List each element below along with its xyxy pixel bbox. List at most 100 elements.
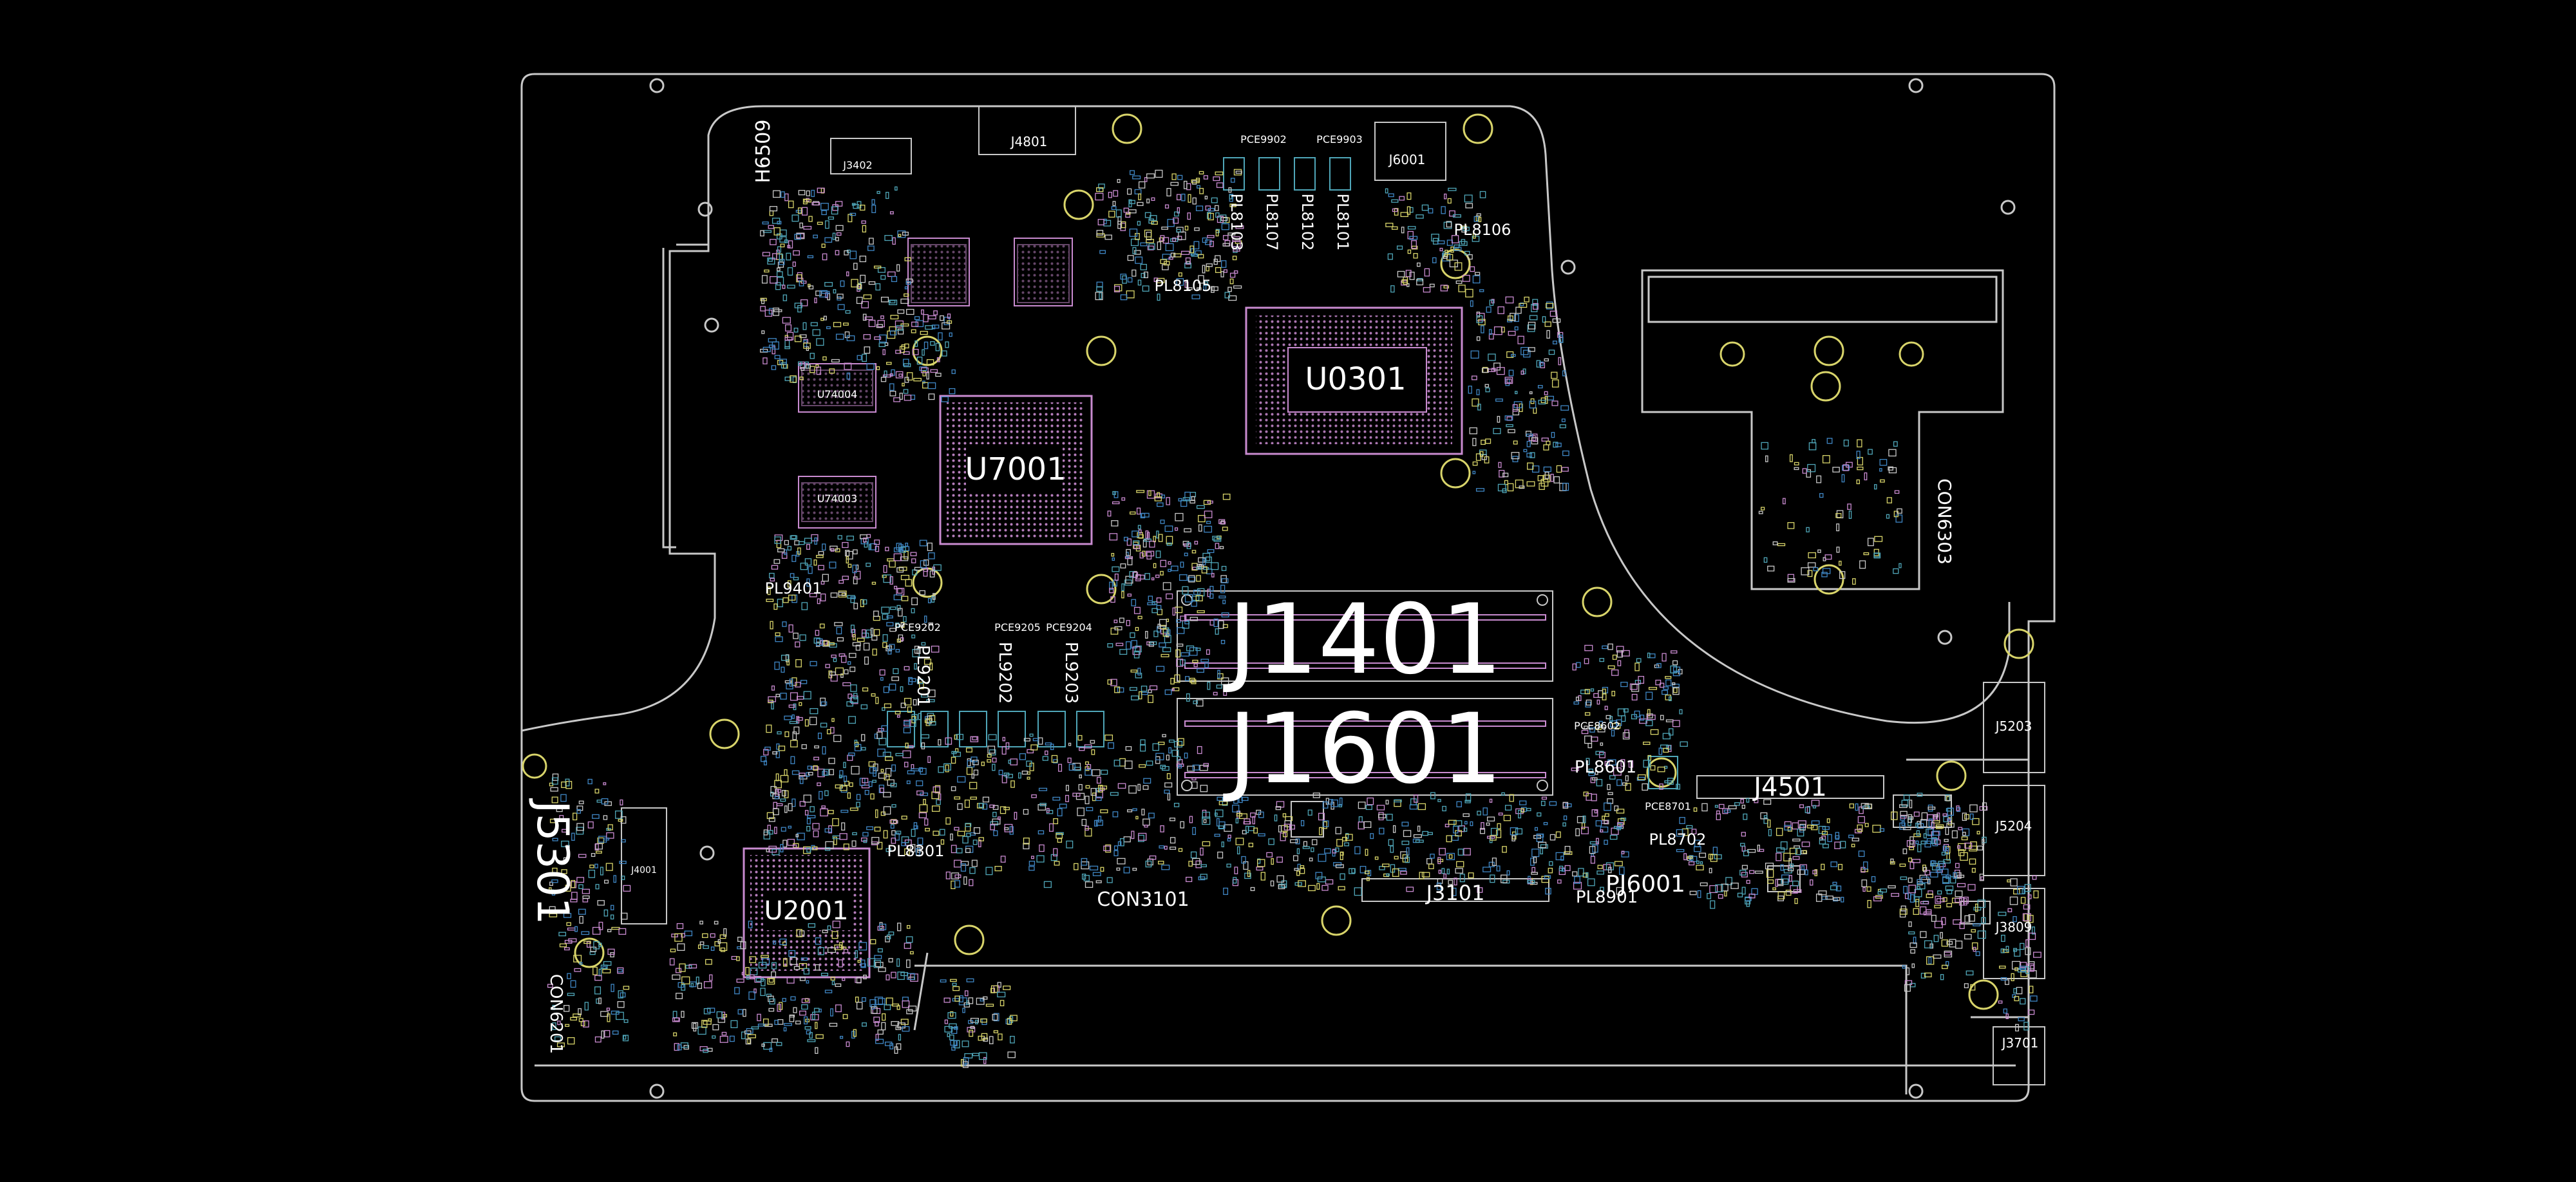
smd-component: [1456, 801, 1462, 807]
smd-component: [1561, 467, 1569, 472]
smd-component: [906, 372, 913, 380]
smd-component: [841, 822, 846, 831]
smd-component: [1226, 863, 1231, 868]
smd-component: [1909, 861, 1915, 870]
smd-component: [1099, 250, 1106, 254]
smd-component: [1607, 798, 1614, 804]
smd-component: [884, 370, 887, 377]
smd-component: [998, 769, 1003, 776]
smd-component: [949, 1035, 954, 1040]
smd-component: [1401, 840, 1410, 845]
smd-component: [1559, 424, 1566, 429]
smd-component: [874, 827, 881, 832]
smd-component: [1054, 861, 1060, 866]
smd-component: [1299, 868, 1305, 874]
smd-component: [800, 367, 805, 371]
smd-component: [2027, 894, 2032, 899]
smd-component: [1140, 744, 1146, 752]
smd-component: [983, 1037, 989, 1042]
smd-component: [1864, 823, 1869, 827]
smd-component: [774, 827, 777, 834]
smd-component: [1953, 919, 1962, 925]
smd-component: [677, 982, 685, 988]
smd-component: [1533, 856, 1537, 863]
smd-component: [1164, 789, 1170, 794]
smd-component: [825, 841, 834, 849]
smd-component: [1913, 811, 1920, 817]
smd-component: [1396, 245, 1403, 250]
smd-component: [1358, 802, 1366, 809]
smd-component: [927, 598, 931, 604]
smd-component: [1180, 561, 1184, 568]
smd-component: [1699, 852, 1707, 858]
smd-component: [1526, 440, 1531, 447]
smd-component: [1276, 875, 1284, 883]
smd-component: [882, 642, 887, 648]
smd-component: [928, 552, 935, 559]
smd-component: [919, 539, 927, 547]
smd-component: [1117, 687, 1124, 693]
smd-component: [837, 294, 844, 299]
smd-component: [888, 299, 898, 305]
smd-component: [906, 308, 914, 315]
smd-component: [903, 615, 907, 623]
smd-component: [875, 546, 880, 552]
smd-component: [1758, 511, 1763, 514]
smd-component: [594, 986, 601, 995]
smd-component: [773, 559, 781, 564]
smd-component: [1018, 772, 1021, 779]
smd-component: [1221, 612, 1229, 617]
smd-component: [1743, 850, 1749, 856]
smd-component: [830, 548, 835, 552]
smd-component: [1140, 263, 1147, 270]
power-inductors: [887, 157, 1678, 838]
smd-component: [894, 1046, 898, 1054]
smd-component: [821, 210, 827, 216]
smd-component: [896, 325, 904, 331]
smd-component: [898, 234, 902, 238]
smd-component: [1216, 684, 1222, 689]
smd-component: [1504, 805, 1512, 811]
smd-component: [888, 931, 895, 935]
smd-component: [1643, 742, 1651, 746]
smd-component: [705, 959, 712, 965]
smd-component: [1588, 768, 1594, 774]
label-pce8602: PCE8602: [1574, 720, 1620, 732]
smd-component: [1276, 856, 1283, 863]
smd-component: [2007, 879, 2011, 883]
smd-component: [736, 979, 744, 983]
smd-component: [900, 556, 909, 561]
smd-component: [1595, 820, 1602, 827]
label-pl8901: PL8901: [1576, 888, 1638, 907]
smd-component: [1970, 841, 1977, 850]
smd-component: [824, 790, 829, 796]
smd-component: [860, 599, 864, 608]
smd-component: [820, 593, 826, 602]
smd-component: [1023, 843, 1030, 850]
smd-component: [854, 570, 861, 579]
smd-component: [893, 553, 902, 561]
smd-component: [1636, 776, 1645, 781]
smd-component: [898, 608, 903, 617]
smd-component: [956, 733, 964, 740]
smd-component: [1065, 794, 1069, 802]
smd-component: [2014, 967, 2018, 971]
smd-component: [818, 565, 824, 570]
smd-component: [1059, 803, 1067, 809]
smd-component: [1126, 538, 1132, 546]
smd-component: [876, 366, 880, 370]
smd-component: [770, 621, 773, 630]
smd-component: [861, 734, 866, 742]
smd-component: [1620, 759, 1625, 767]
smd-component: [1127, 557, 1133, 566]
smd-component: [1131, 830, 1135, 840]
smd-component: [1133, 650, 1140, 659]
smd-component: [1687, 857, 1691, 861]
smd-component: [1180, 250, 1190, 255]
smd-component: [1219, 546, 1224, 549]
smd-component: [1095, 820, 1103, 826]
smd-component: [761, 955, 769, 958]
smd-component: [1247, 870, 1251, 877]
smd-component: [1146, 550, 1155, 557]
smd-component: [570, 1017, 578, 1021]
